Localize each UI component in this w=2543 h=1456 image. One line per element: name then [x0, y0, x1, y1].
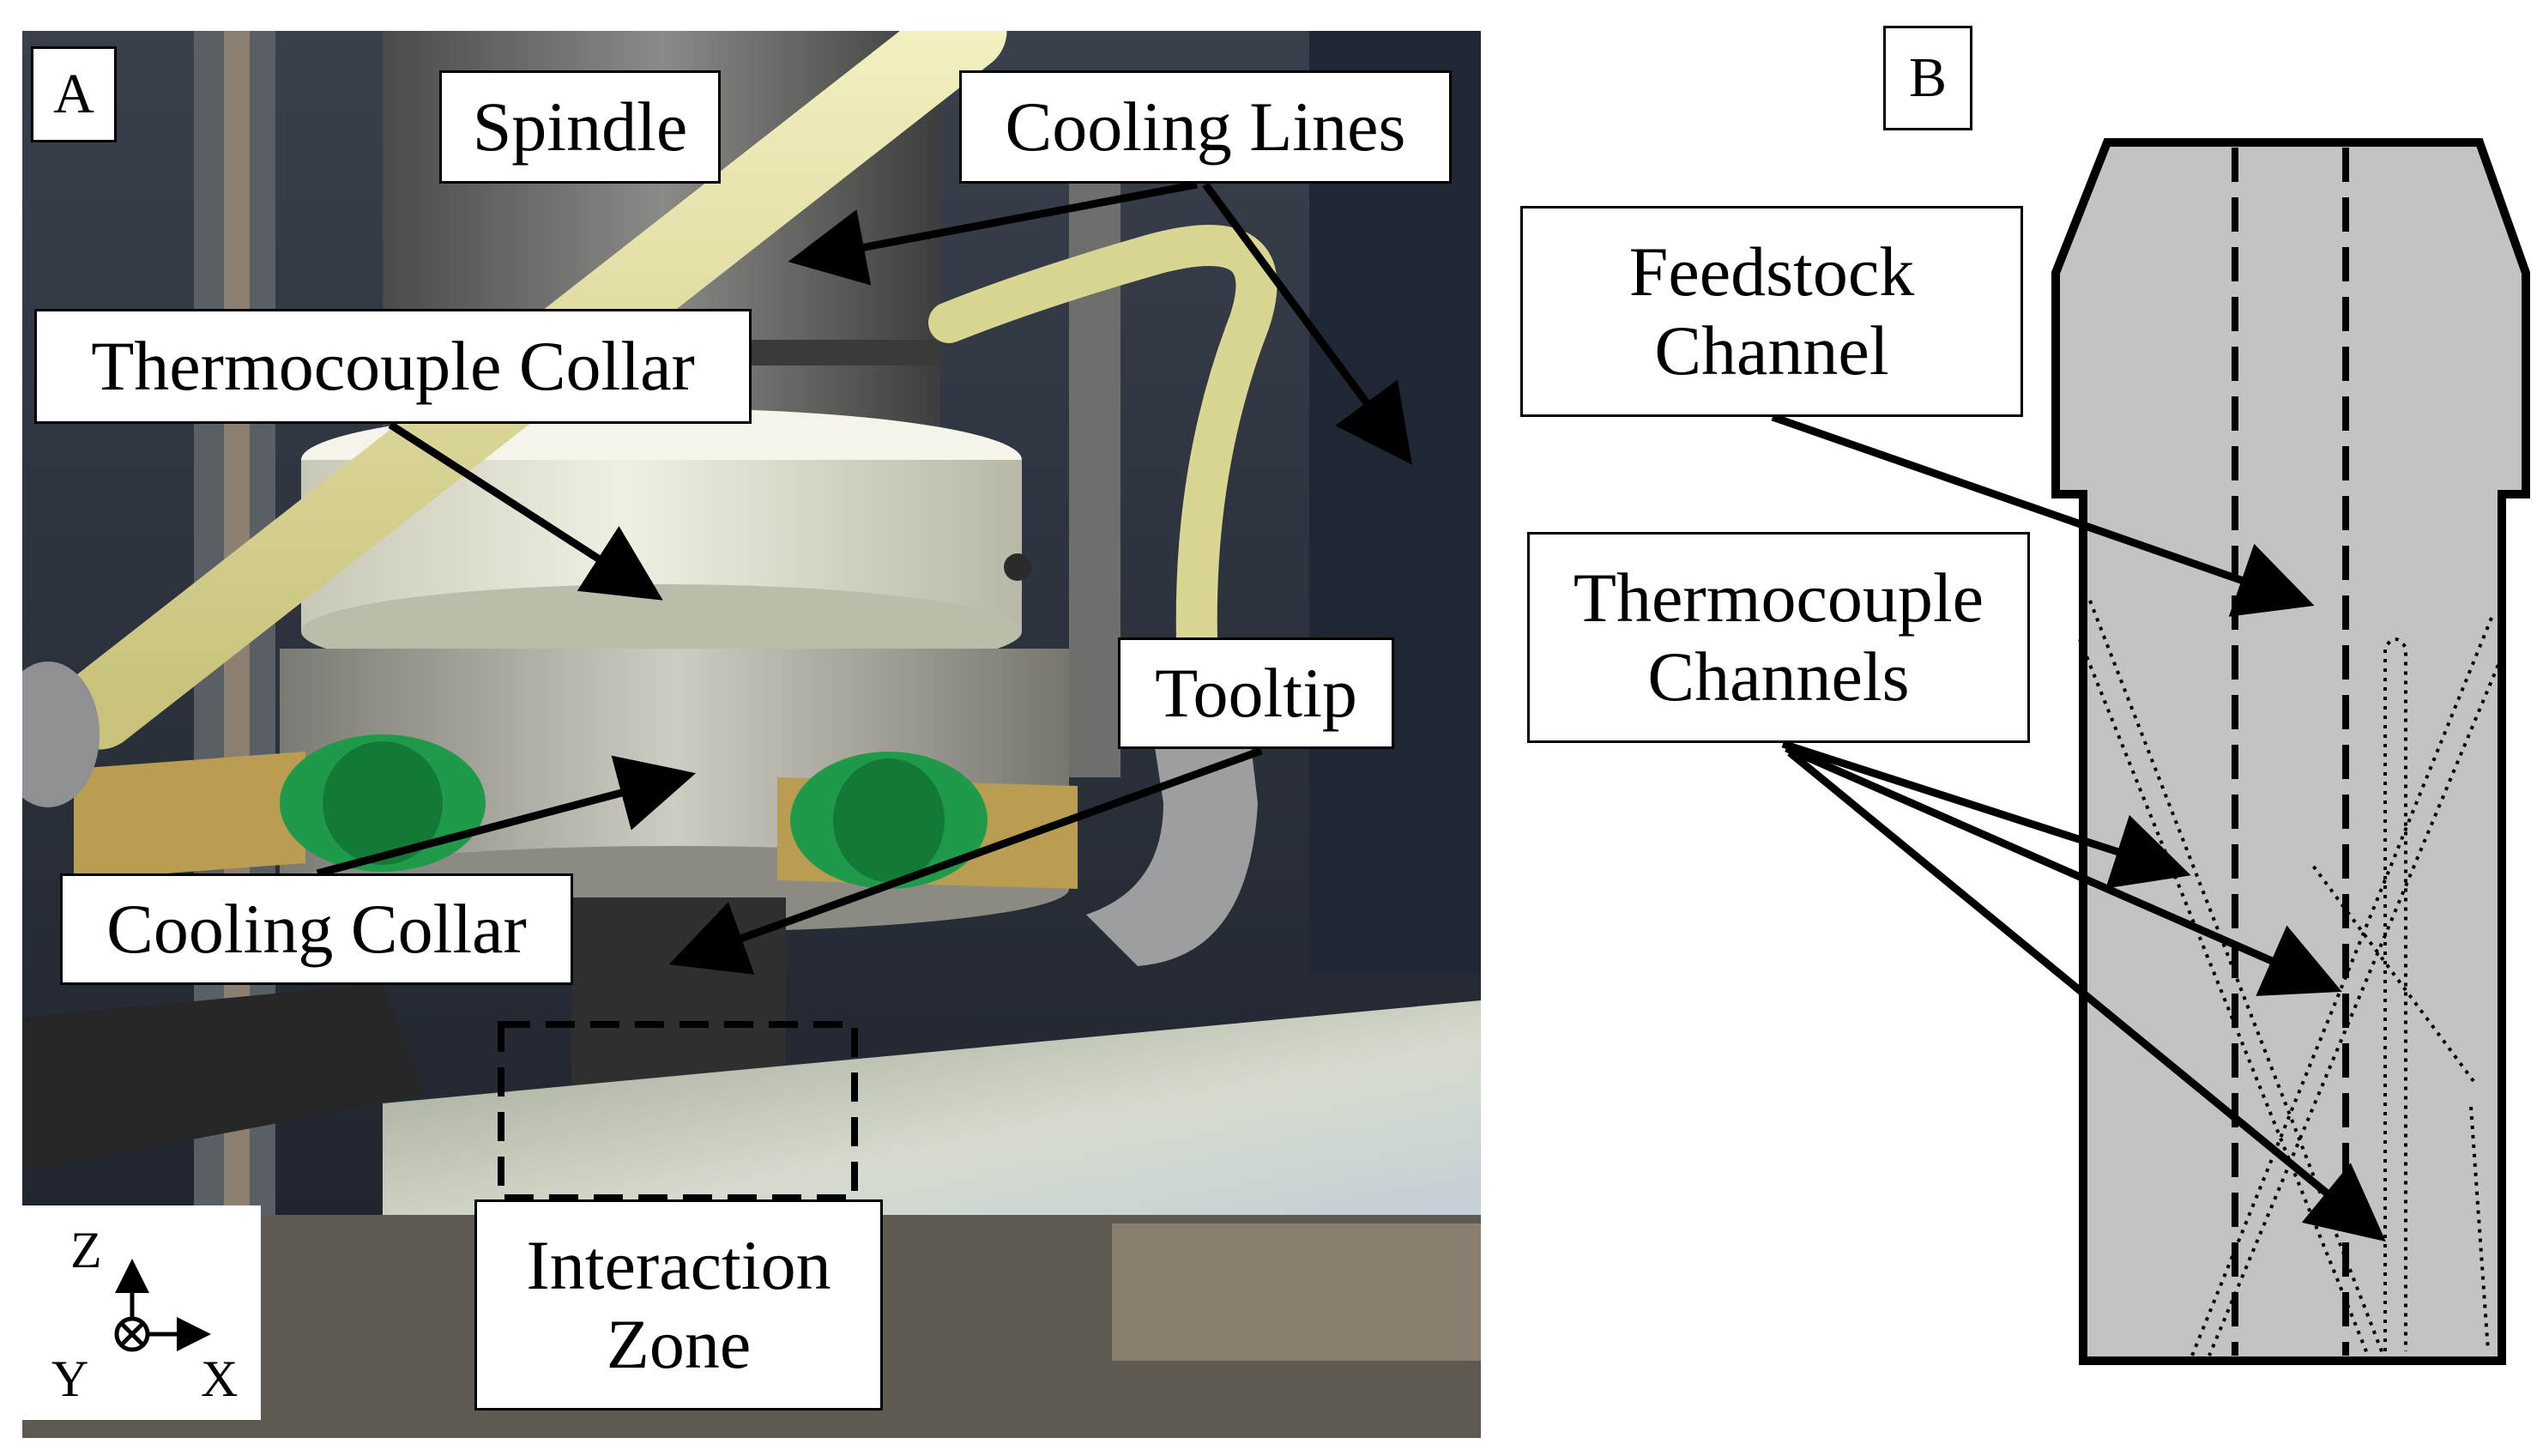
tool-body [2051, 138, 2530, 1365]
arrow-cooling-lines-1 [788, 180, 1198, 286]
arrow-thermocouple-1 [1781, 740, 2191, 889]
feedstock-channel-label: Feedstock Channel [1520, 206, 2023, 417]
axis-x-label: X [201, 1350, 239, 1407]
arrow-thermocouple-2 [1785, 744, 2342, 996]
axis-triad-graphic [114, 1259, 211, 1352]
arrow-thermocouple-collar [388, 421, 663, 601]
interaction-zone-label: Interaction Zone [474, 1199, 883, 1411]
arrow-tooltip [668, 746, 1263, 975]
cooling-collar-label: Cooling Collar [60, 873, 573, 985]
panel-a-letter: A [31, 46, 117, 142]
arrow-cooling-lines-2 [1202, 182, 1413, 465]
arrow-thermocouple-3 [1787, 749, 2386, 1242]
axis-y-label: Y [51, 1350, 89, 1407]
panel-b-letter: B [1883, 26, 1972, 130]
thermocouple-collar-label: Thermocouple Collar [34, 309, 752, 424]
arrow-feedstock-channel [1771, 413, 2315, 617]
arrow-cooling-collar [316, 755, 697, 878]
tooltip-label: Tooltip [1118, 637, 1394, 749]
feedstock-channel-lines [2232, 148, 2349, 1356]
axis-triad: Z Y X [22, 1205, 261, 1420]
axis-z-label: Z [70, 1222, 102, 1278]
thermocouple-channels-label: Thermocouple Channels [1527, 532, 2030, 743]
spindle-label: Spindle [439, 70, 721, 184]
cooling-lines-label: Cooling Lines [959, 70, 1452, 184]
